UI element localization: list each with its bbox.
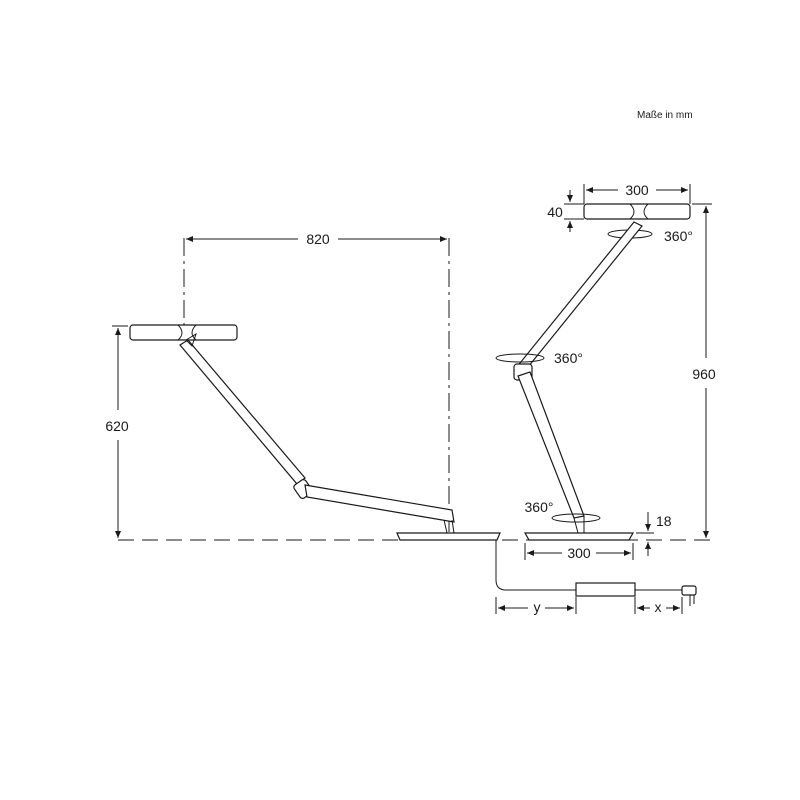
base-width-label: 300 <box>567 545 591 561</box>
left-upper-arm <box>179 339 306 485</box>
right-lamp-base <box>523 532 635 541</box>
x-label: x <box>655 599 662 615</box>
head-rotation-label: 360° <box>664 228 693 244</box>
left-lamp-head <box>129 324 238 341</box>
right-height-label: 960 <box>692 366 716 382</box>
head-height-label: 40 <box>547 204 563 220</box>
joint-rotation-label: 360° <box>554 350 583 366</box>
y-label: y <box>534 599 541 615</box>
transformer-box <box>575 582 636 597</box>
base-height-label: 18 <box>656 513 672 529</box>
units-note: Maße in mm <box>637 110 693 121</box>
left-lamp-base <box>396 532 501 541</box>
joint-rotation-icon <box>495 353 545 363</box>
plug-icon <box>681 585 697 596</box>
base-rotation-icon <box>551 513 601 523</box>
left-lower-arm <box>304 484 455 523</box>
cable-path <box>495 540 576 591</box>
right-lamp: 300 40 360° 960 360° 360° <box>495 182 716 561</box>
base-rotation-label: 360° <box>525 499 554 515</box>
reach-label: 820 <box>306 231 330 247</box>
right-lamp-head <box>583 203 691 220</box>
power-cable: y x <box>495 540 697 615</box>
head-width-label: 300 <box>625 182 649 198</box>
left-lamp: 820 620 <box>105 231 501 541</box>
left-height-label: 620 <box>105 418 129 434</box>
right-lower-arm <box>517 371 585 519</box>
